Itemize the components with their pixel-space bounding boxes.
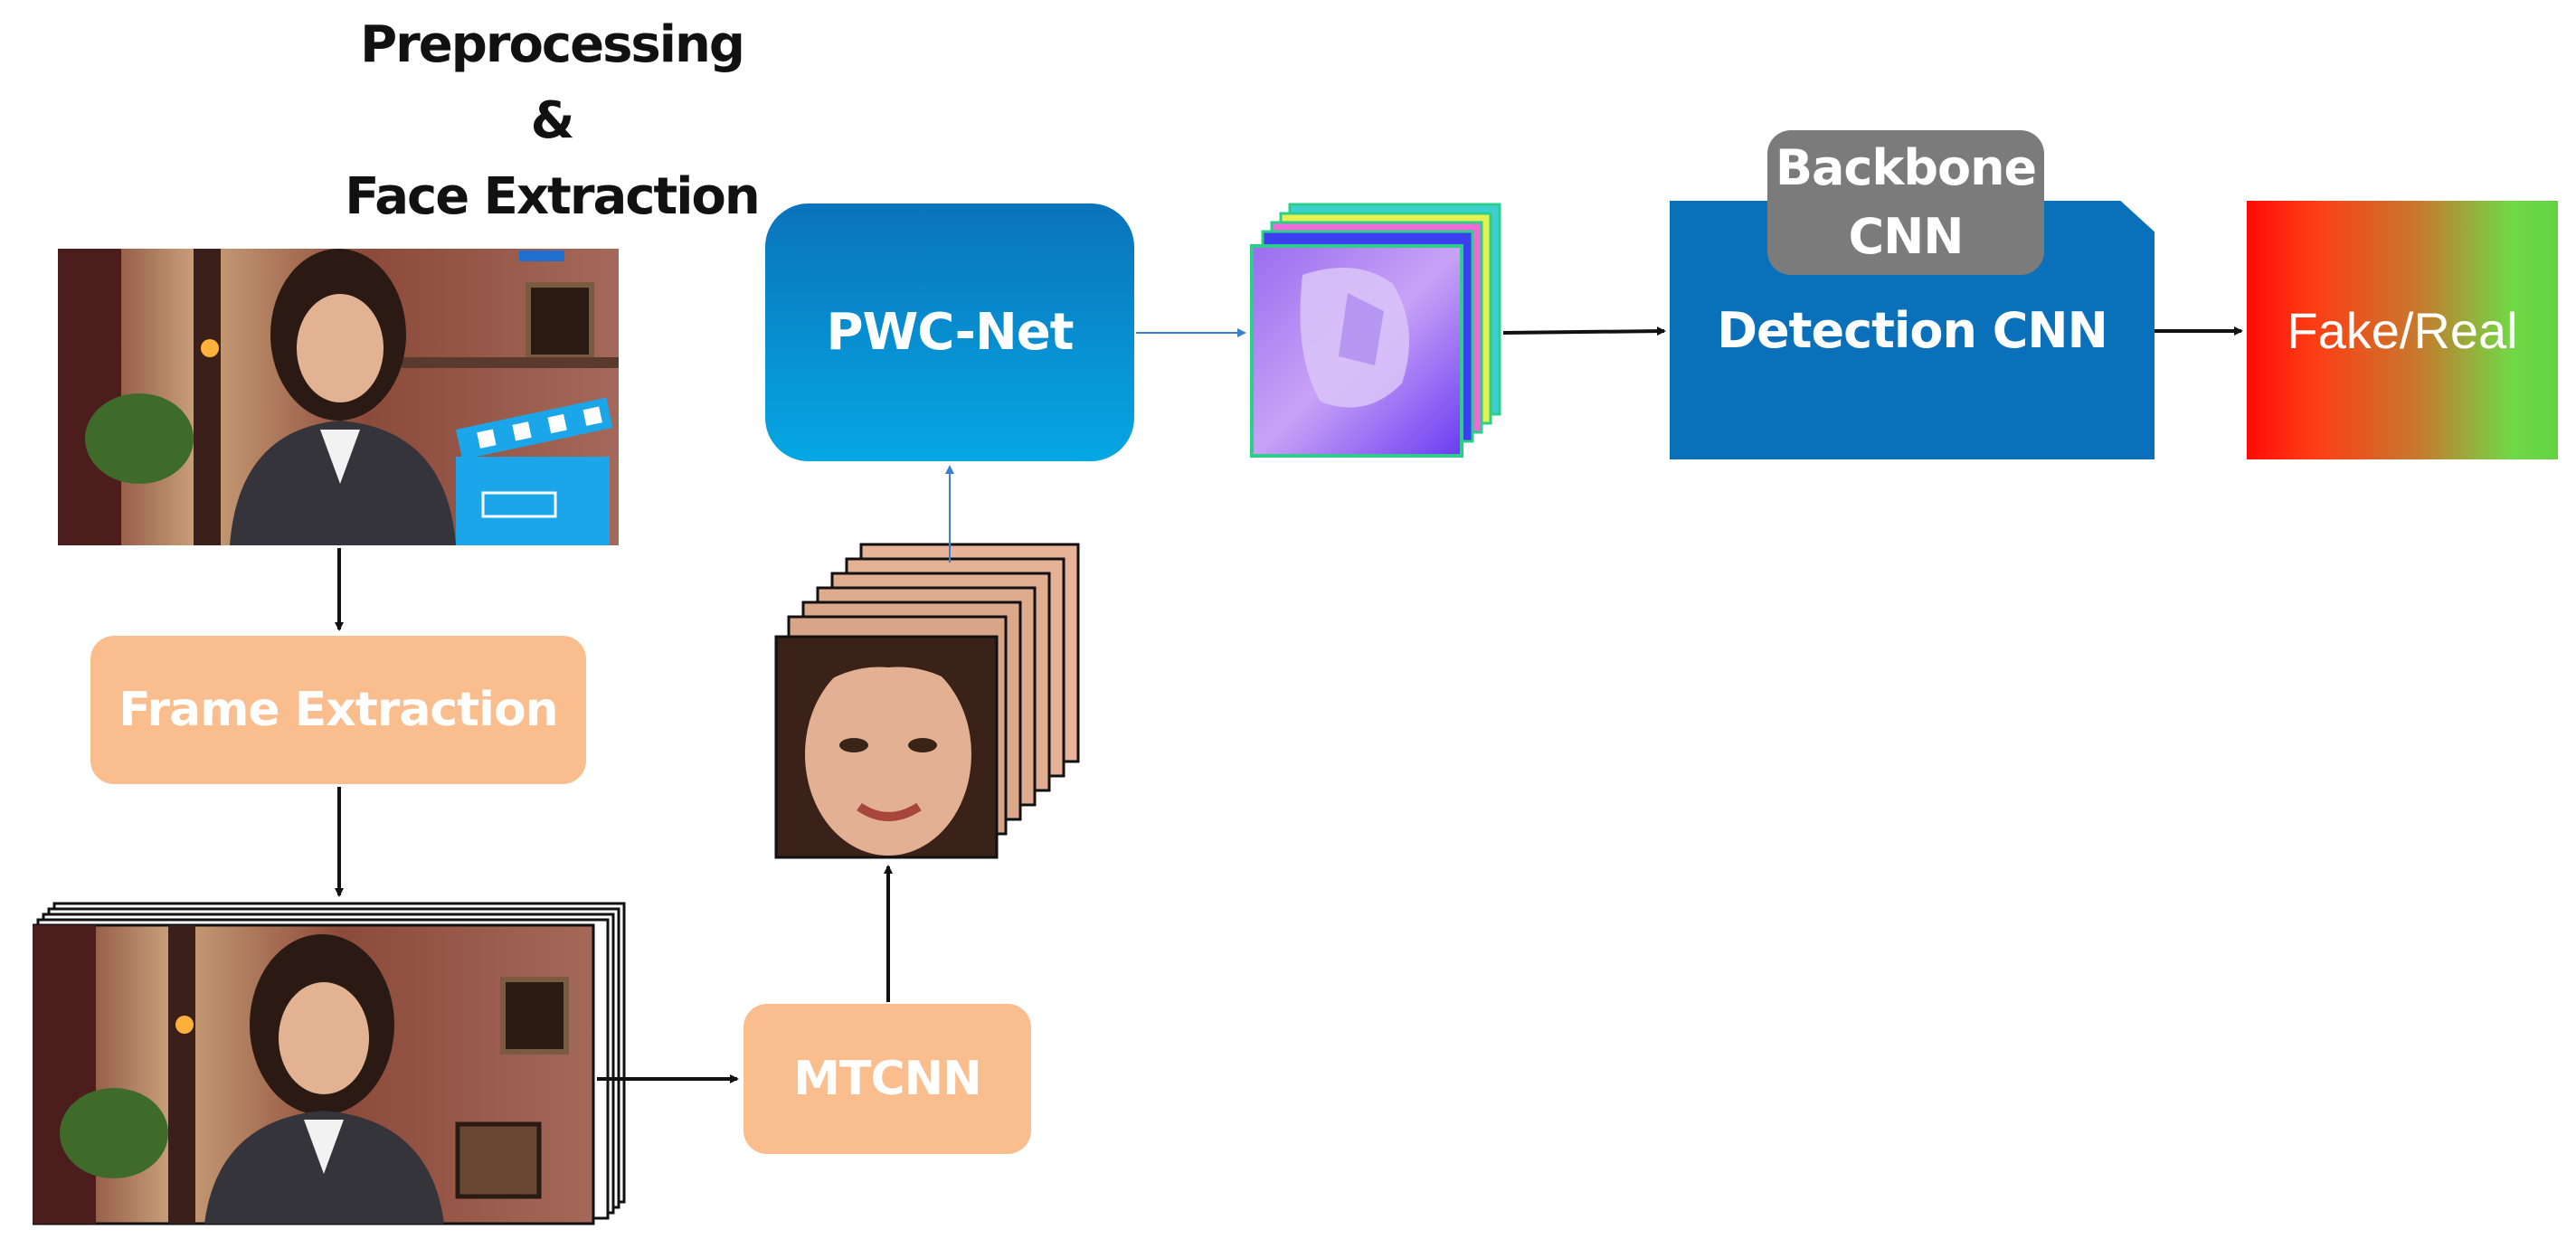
section-title: Preprocessing & Face Extraction — [345, 15, 760, 226]
pwc-net-node: PWC-Net — [765, 203, 1134, 461]
fake-real-output: Fake/Real — [2247, 201, 2558, 459]
frame-extraction-node: Frame Extraction — [90, 636, 586, 784]
stacked-video-frames-image — [33, 902, 630, 1231]
backbone-cnn-overlay: Backbone CNN — [1767, 130, 2044, 275]
stacked-face-crops-image — [774, 543, 1084, 861]
stacked-optical-flow-image — [1248, 203, 1503, 459]
arrow-flow-to-detection — [1502, 326, 1666, 336]
video-frame-image — [58, 249, 619, 545]
mtcnn-node: MTCNN — [743, 1004, 1031, 1154]
